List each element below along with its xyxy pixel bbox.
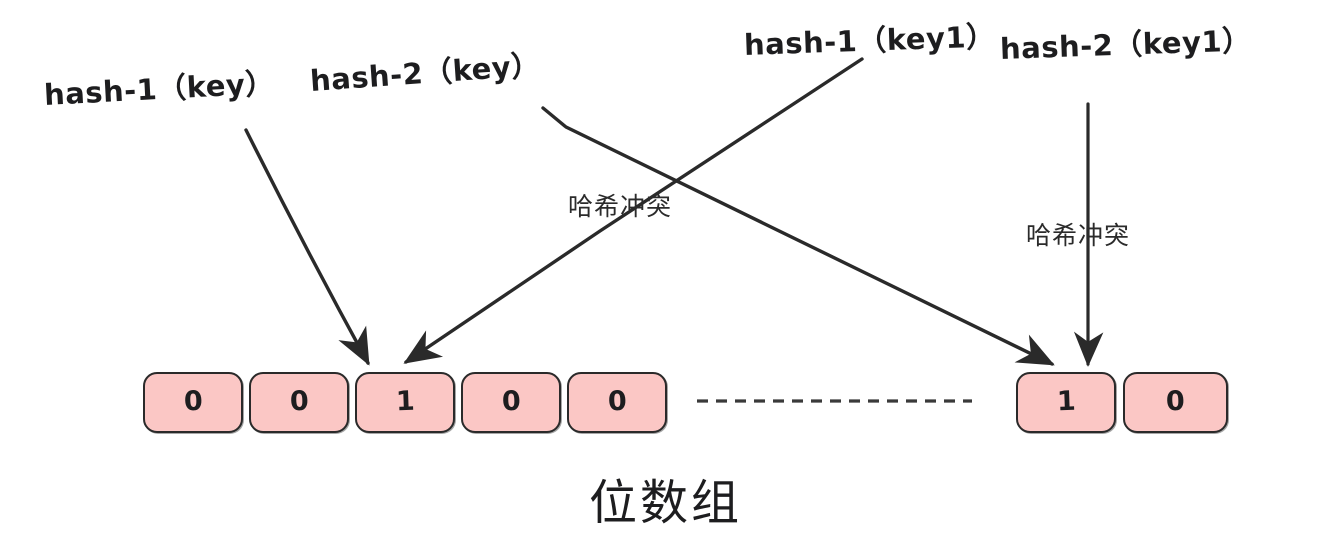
- bit-value: 0: [183, 385, 203, 418]
- bit-value: 1: [395, 385, 415, 418]
- diagram-title: 位数组: [589, 475, 743, 531]
- label-hash2-key: hash-2（key）: [308, 47, 542, 98]
- note-hash-collision-left: 哈希冲突: [568, 192, 673, 221]
- bit-value: 1: [1056, 385, 1076, 418]
- bit-cell-right-2[interactable]: 0: [1123, 372, 1228, 433]
- label-hash1-key1: hash-1（key1）: [743, 19, 997, 62]
- label-hash2-key1: hash-2（key1）: [999, 23, 1253, 66]
- bit-value: 0: [501, 385, 521, 418]
- arrow-hash1-key: [244, 128, 370, 366]
- bit-value: 0: [607, 385, 627, 418]
- bit-cell-left-5[interactable]: 0: [567, 372, 667, 433]
- bit-cell-left-2[interactable]: 0: [249, 372, 349, 433]
- bit-value: 0: [289, 385, 309, 418]
- bit-cell-left-3[interactable]: 1: [355, 372, 455, 433]
- arrow-hash2-key: [541, 106, 1055, 366]
- bit-value: 0: [1165, 385, 1186, 418]
- label-hash1-key: hash-1（key）: [43, 65, 276, 112]
- bit-cell-right-1[interactable]: 1: [1016, 372, 1116, 433]
- bit-cell-left-4[interactable]: 0: [461, 372, 561, 433]
- note-hash-collision-right: 哈希冲突: [1026, 221, 1131, 250]
- bit-cell-left-1[interactable]: 0: [143, 372, 243, 433]
